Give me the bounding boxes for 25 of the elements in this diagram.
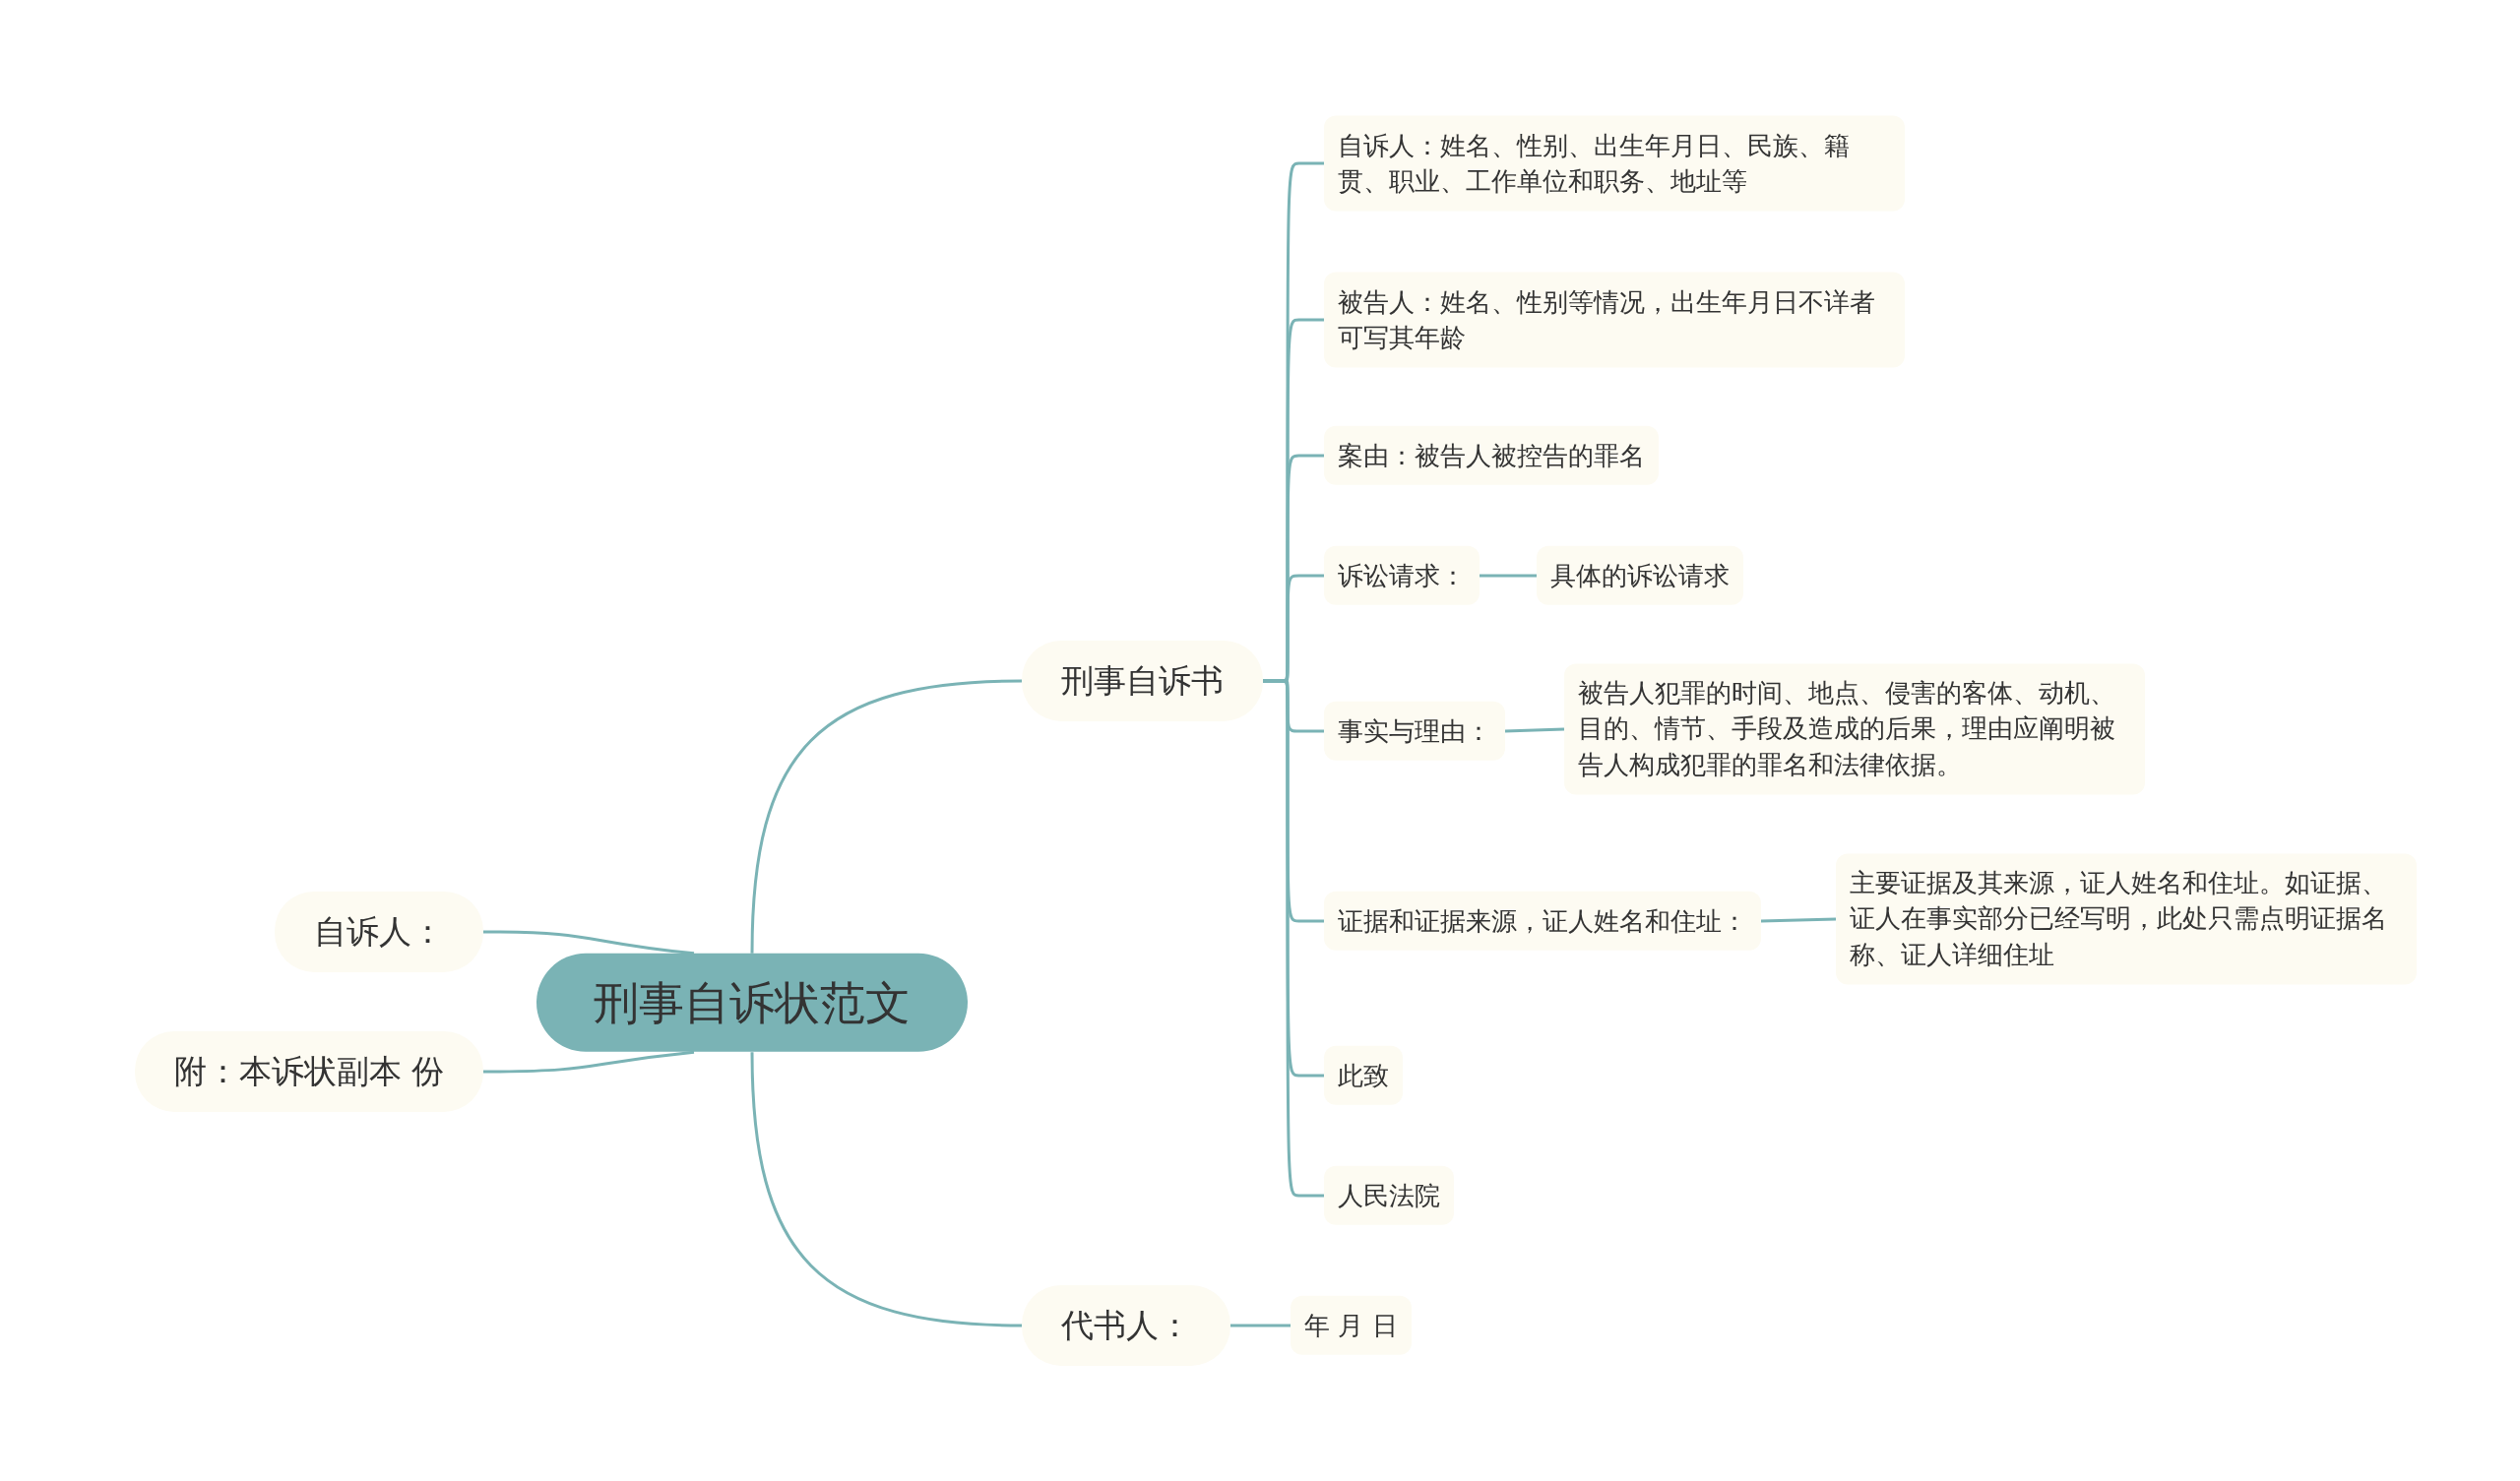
topic-box: 具体的诉讼请求 xyxy=(1537,545,1743,606)
connector-line xyxy=(1480,574,1537,578)
topic-box: 人民法院 xyxy=(1324,1165,1454,1226)
topic-box: 事实与理由： xyxy=(1324,701,1505,762)
topic-box: 自诉人： xyxy=(275,891,483,973)
connector-line xyxy=(1230,1324,1291,1327)
connector-line xyxy=(483,1050,695,1074)
topic-box: 主要证据及其来源，证人姓名和住址。如证据、证人在事实部分已经写明，此处只需点明证据名称、证人详细住址 xyxy=(1836,853,2417,985)
topic-box: 案由：被告人被控告的罪名 xyxy=(1324,425,1659,486)
topic-box: 诉讼请求： xyxy=(1324,545,1480,606)
topic-box: 被告人：姓名、性别等情况，出生年月日不详者可写其年龄 xyxy=(1324,272,1905,368)
connector-line xyxy=(483,930,695,956)
topic-box: 自诉人：姓名、性别、出生年月日、民族、籍贯、职业、工作单位和职务、地址等 xyxy=(1324,115,1905,212)
topic-box: 附：本诉状副本 份 xyxy=(134,1030,483,1113)
connector-line xyxy=(750,679,1023,954)
topic-box: 被告人犯罪的时间、地点、侵害的客体、动机、目的、情节、手段及造成的后果，理由应阐明被告人构成犯罪的罪名和法律依据。 xyxy=(1564,663,2145,795)
topic-box: 代书人： xyxy=(1022,1284,1230,1367)
connector-line xyxy=(750,1052,1023,1327)
connector-line xyxy=(1504,727,1565,733)
topic-box: 证据和证据来源，证人姓名和住址： xyxy=(1324,891,1761,952)
topic-box: 年 月 日 xyxy=(1291,1295,1412,1356)
connector-line xyxy=(1760,917,1837,923)
central-topic: 刑事自诉状范文 xyxy=(536,953,968,1053)
topic-box: 刑事自诉书 xyxy=(1022,640,1263,722)
topic-box: 此致 xyxy=(1324,1045,1403,1106)
